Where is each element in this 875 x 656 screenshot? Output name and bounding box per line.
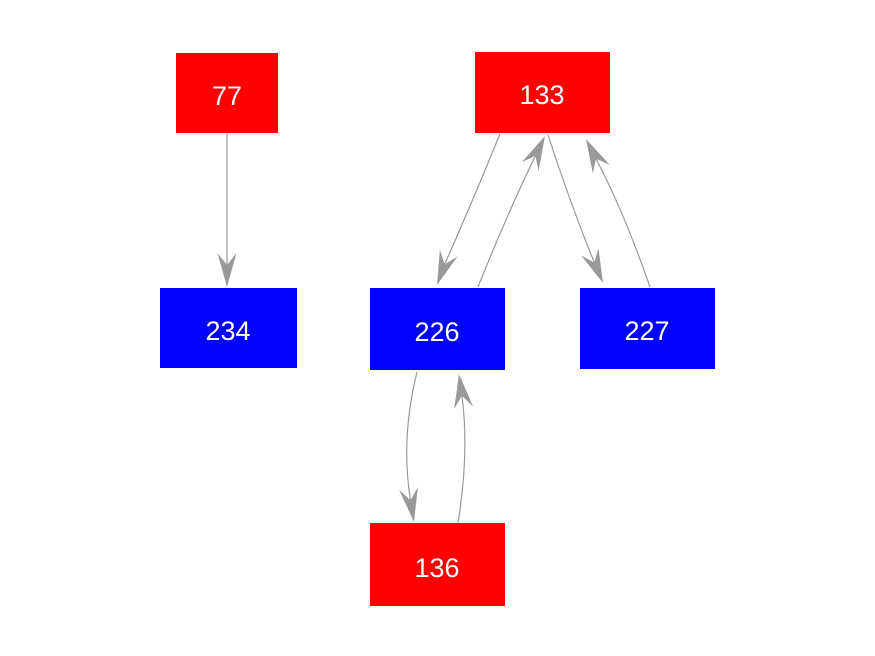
edge-arrowhead — [521, 136, 545, 171]
edge-136-226 — [454, 374, 473, 524]
node-234: 234 — [160, 288, 297, 368]
edge-227-133 — [586, 139, 651, 288]
edge-arrowhead — [437, 249, 458, 285]
edge-line — [547, 134, 595, 264]
node-136: 136 — [370, 523, 505, 606]
edge-line — [477, 155, 536, 288]
node-77: 77 — [176, 53, 278, 133]
node-box — [370, 523, 505, 606]
node-label: 136 — [414, 553, 459, 583]
node-133: 133 — [475, 52, 610, 133]
edge-line — [457, 395, 466, 524]
edge-arrowhead — [586, 139, 610, 174]
edge-133-227 — [547, 134, 603, 283]
edge-arrowhead — [399, 486, 418, 522]
edge-arrowhead — [454, 374, 473, 409]
edge-77-234 — [217, 133, 237, 287]
edge-line — [444, 133, 501, 265]
node-box — [160, 288, 297, 368]
node-box — [475, 52, 610, 133]
node-box — [176, 53, 278, 133]
node-226: 226 — [370, 288, 505, 370]
edge-226-136 — [399, 371, 418, 522]
edge-133-226 — [437, 133, 501, 285]
node-label: 226 — [414, 317, 459, 347]
node-box — [580, 288, 715, 369]
node-box — [370, 288, 505, 370]
node-label: 133 — [519, 80, 564, 110]
node-label: 227 — [624, 316, 669, 346]
edge-226-133 — [477, 136, 545, 288]
edge-arrowhead — [217, 253, 237, 287]
edge-line — [406, 371, 418, 501]
node-227: 227 — [580, 288, 715, 369]
node-label: 77 — [212, 81, 242, 111]
edge-line — [595, 158, 651, 288]
node-label: 234 — [205, 316, 250, 346]
edge-arrowhead — [581, 248, 603, 283]
